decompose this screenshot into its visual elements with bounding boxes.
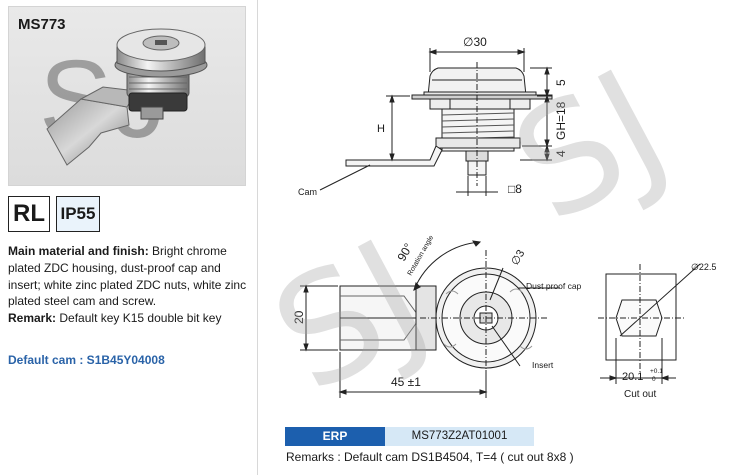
product-photo: SJ <box>8 6 246 186</box>
h-label: H <box>377 123 385 135</box>
erp-label: ERP <box>285 427 385 446</box>
dia-3-label: ∅3 <box>509 248 527 268</box>
material-heading: Main material and finish: <box>8 244 149 258</box>
remark-heading: Remark: <box>8 311 57 326</box>
cutout-dim-label: 20.1 <box>622 371 643 383</box>
dim-45-label: 45 ±1 <box>391 375 421 389</box>
dim-20-label: 20 <box>292 310 306 324</box>
insert-label: Insert <box>532 360 554 370</box>
material-text: Bright chrome plated ZDC housing, dust-p… <box>8 244 247 309</box>
description: Main material and finish: Bright chrome … <box>8 243 252 327</box>
product-info-panel: SJ MS773 RL IP55 Main material and finis… <box>0 0 256 475</box>
dim-5-label: 5 <box>554 79 568 86</box>
angle-label: 90° <box>394 241 415 264</box>
remark-text: Default key K15 double bit key <box>59 311 222 326</box>
cutout-dia-label: ∅22.5 <box>691 262 716 272</box>
erp-code: MS773Z2AT01001 <box>385 427 534 446</box>
side-view <box>319 48 553 196</box>
model-number: MS773 <box>18 16 66 33</box>
remarks: Remarks : Default cam DS1B4504, T=4 ( cu… <box>286 450 574 464</box>
cutout-tol-zero: 0 <box>652 376 656 383</box>
dia-30-label: ∅30 <box>463 35 487 49</box>
cam-label: Cam <box>298 187 317 197</box>
cutout-tol-plus: +0.1 <box>650 368 663 375</box>
ip-rating-badge: IP55 <box>56 196 100 232</box>
column-divider <box>257 0 258 475</box>
cutout-label: Cut out <box>624 389 656 400</box>
front-view <box>300 240 560 398</box>
cutout-view <box>598 263 701 384</box>
gh-18-label: GH=18 <box>554 101 568 140</box>
default-cam: Default cam : S1B45Y04008 <box>8 353 165 367</box>
dim-4-label: 4 <box>554 150 568 157</box>
square-8-label: □8 <box>508 182 522 196</box>
rl-badge: RL <box>8 196 50 232</box>
lock-photo-illustration: SJ <box>39 28 208 166</box>
dust-cap-label: Dust proof cap <box>526 281 582 291</box>
